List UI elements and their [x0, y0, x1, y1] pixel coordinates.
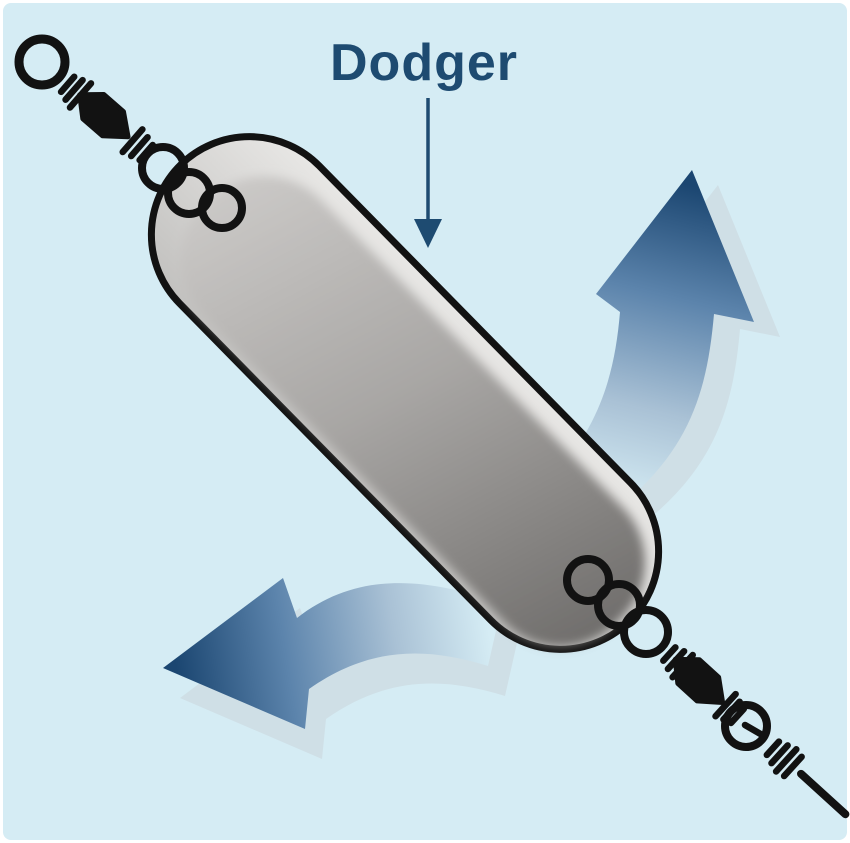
sway-arrow-up [558, 170, 754, 498]
bottom-swivel-chain [563, 555, 850, 819]
snap-ring-tab [741, 721, 768, 740]
sway-arrow-down-icon [163, 578, 519, 759]
dodger-label: Dodger [330, 34, 518, 92]
blade-hole-ring-icon [198, 184, 246, 232]
line-tie-ring-icon [14, 34, 70, 90]
blade-hole-ring-icon [563, 555, 613, 605]
barrel-swivel-icon [77, 92, 131, 140]
fishing-line [797, 769, 850, 819]
split-ring-icon [594, 580, 644, 630]
snap-ring-icon [721, 701, 771, 751]
sway-arrow-down [163, 578, 502, 729]
sway-arrow-up-icon [558, 170, 780, 513]
dodger-blade-face [180, 176, 645, 647]
split-ring-icon [620, 606, 672, 658]
split-ring-icon [138, 143, 188, 193]
label-pointer-arrowhead-icon [414, 219, 442, 248]
top-swivel-chain [14, 34, 246, 232]
label-group: Dodger [330, 34, 518, 248]
barrel-swivel-icon [672, 656, 726, 705]
